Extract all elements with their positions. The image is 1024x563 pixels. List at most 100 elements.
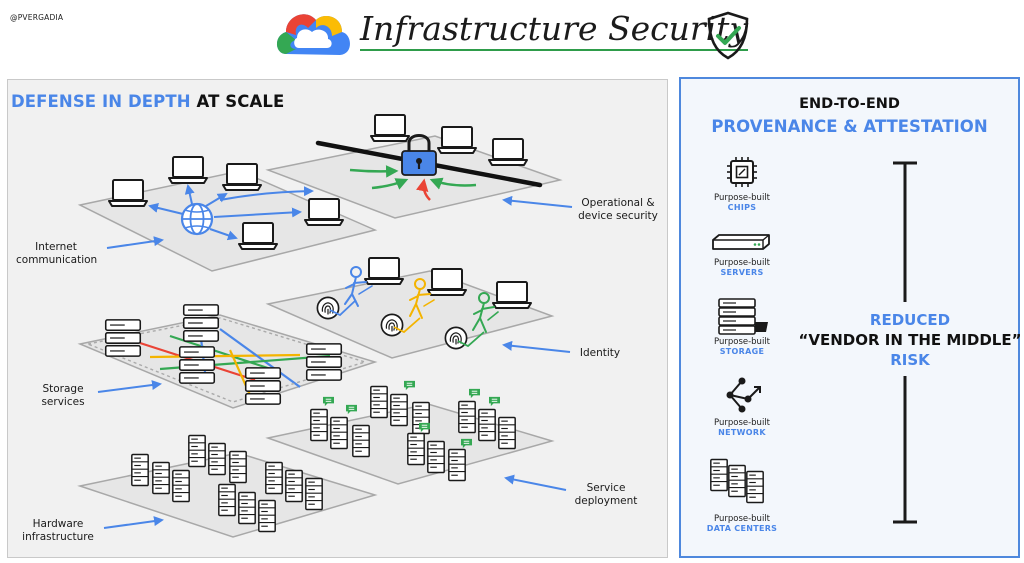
server-rack-icon [370,385,388,419]
storage-icon [718,298,768,335]
provenance-title-line2: PROVENANCE & ATTESTATION [711,117,988,136]
chat-status-icon [468,388,481,399]
purpose-built-prefix: Purpose-built [713,258,771,268]
purpose-built-prefix: Purpose-built [713,337,771,347]
server-rack-icon [258,499,276,533]
chat-status-icon [488,396,501,407]
label-line: services [41,396,85,408]
purpose-built-name: CHIPS [727,203,757,212]
label-line: deployment [574,495,638,507]
purpose-built-prefix: Purpose-built [713,514,771,524]
laptop-icon [238,222,278,250]
purpose-built-servers: Purpose-built SERVERS [697,258,787,278]
storage-layer [77,304,378,409]
label-line: Operational & [581,197,655,209]
label-line: Internet [35,241,77,253]
label-identity: Identity [572,347,628,360]
laptop-icon [108,179,148,207]
defense-heading-blue: DEFENSE IN DEPTH [11,92,191,111]
page-title-text: Infrastructure Security [360,9,749,51]
data-center-icon [710,458,764,504]
label-service-deployment: Service deployment [566,482,646,508]
server-rack-icon [265,461,283,495]
laptop-icon [437,126,477,154]
server-rack-icon [478,408,496,442]
server-rack-icon [218,483,236,517]
title-block: Infrastructure Security [272,2,752,72]
person-icon [472,292,499,333]
server-rack-icon [448,448,466,482]
label-internet-communication: Internet communication [16,241,97,267]
purpose-built-prefix: Purpose-built [713,193,771,203]
identity-layer [265,257,555,359]
server-rack-icon [390,393,408,427]
server-rack-icon [208,442,226,476]
person-icon [344,266,373,307]
risk-line: RISK [890,351,930,369]
label-operational-security: Operational & device security [572,197,664,223]
fingerprint-icon [316,296,340,320]
server-stack-icon [182,304,220,342]
network-icon [726,377,761,413]
purpose-built-chips: Purpose-built CHIPS [697,193,787,213]
laptop-icon [370,114,410,142]
label-line: Identity [579,347,621,359]
defense-heading: DEFENSE IN DEPTH AT SCALE [11,92,284,111]
author-handle: @PVERGADIA [10,13,64,22]
label-line: Service [586,482,626,494]
person-icon [409,278,435,319]
server-rack-icon [238,491,256,525]
fingerprint-icon [444,326,468,350]
globe-icon [180,202,214,236]
label-storage-services: Storage services [30,383,96,409]
server-icon [712,234,770,250]
chat-status-icon [403,380,416,391]
laptop-icon [488,138,528,166]
server-stack-icon [244,367,282,405]
server-rack-icon [458,400,476,434]
server-rack-icon [330,416,348,450]
server-stack-icon [178,346,216,384]
hardware-layer [77,434,378,538]
chat-status-icon [322,396,335,407]
purpose-built-name: DATA CENTERS [706,524,778,533]
label-hardware-infrastructure: Hardware infrastructure [12,518,104,544]
server-rack-icon [152,461,170,495]
chip-icon [727,157,757,187]
purpose-built-name: NETWORK [718,428,766,437]
label-line: device security [578,210,658,222]
label-line: Hardware [32,518,84,530]
purpose-built-network: Purpose-built NETWORK [697,418,787,438]
internet-layer [77,156,378,272]
server-stack-icon [305,343,343,381]
defense-heading-dark: AT SCALE [196,92,285,111]
purpose-built-data-centers: Purpose-built DATA CENTERS [697,514,787,534]
server-rack-icon [305,477,323,511]
shield-check-icon [707,11,749,60]
server-rack-icon [131,453,149,487]
server-rack-icon [172,469,190,503]
lock-icon [401,134,437,176]
server-rack-icon [498,416,516,450]
laptop-icon [427,268,467,296]
laptop-icon [492,281,532,309]
reduced-risk-text: REDUCED “VENDOR IN THE MIDDLE” RISK [795,310,1024,370]
purpose-built-name: SERVERS [720,268,764,277]
laptop-icon [168,156,208,184]
purpose-built-name: STORAGE [719,347,765,356]
server-rack-icon [310,408,328,442]
server-rack-icon [229,450,247,484]
page-title: Infrastructure Security [360,9,749,51]
laptop-icon [364,257,404,285]
provenance-title-line1: END-TO-END [799,96,900,112]
server-rack-icon [188,434,206,468]
purpose-built-storage: Purpose-built STORAGE [697,337,787,357]
operational-layer [265,114,563,219]
server-rack-icon [407,432,425,466]
fingerprint-icon [380,313,404,337]
risk-line: “VENDOR IN THE MIDDLE” [798,331,1022,349]
google-cloud-logo-icon [276,14,350,55]
chat-status-icon [345,404,358,415]
laptop-icon [304,198,344,226]
